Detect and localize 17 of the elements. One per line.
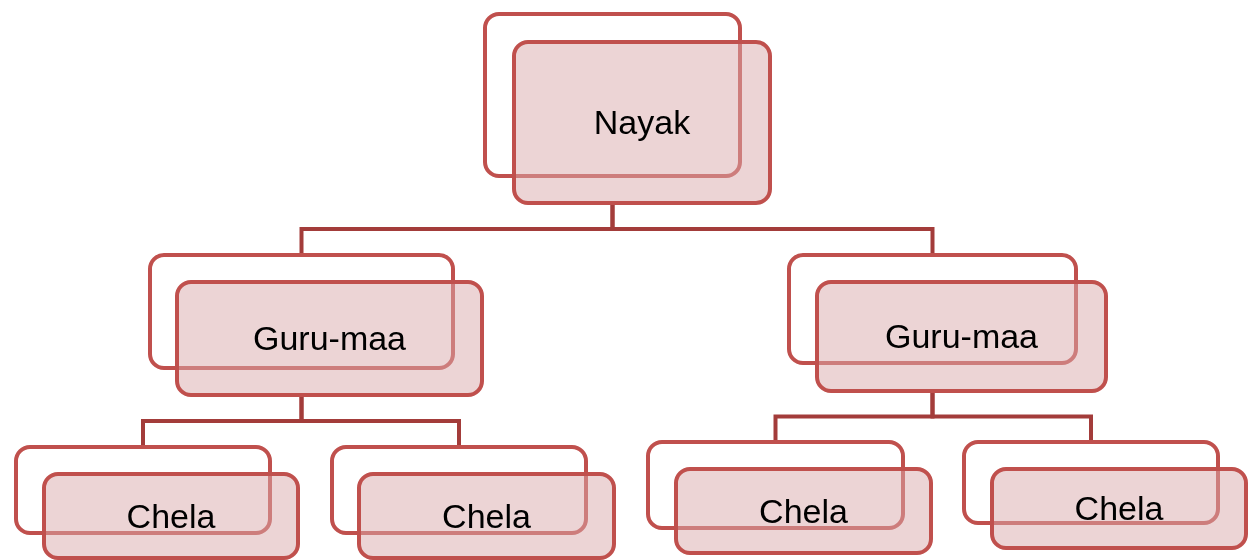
stacked-org-box: [148, 253, 484, 397]
box-label: Chela: [1074, 489, 1164, 528]
box-label: Guru-maa: [252, 319, 407, 358]
connector-line: [610, 205, 935, 253]
box-label: Nayak: [593, 103, 691, 142]
stacked-org-box: [14, 445, 300, 560]
box-label: Chela: [442, 496, 531, 536]
stacked-org-box: [646, 440, 933, 555]
stacked-org-box: [330, 445, 616, 560]
stacked-org-box: [787, 253, 1108, 393]
connector-line: [930, 393, 1093, 440]
box-label: Chela: [759, 491, 848, 531]
box-label: Chela: [126, 496, 216, 536]
connector-line: [299, 397, 461, 445]
stacked-org-box: [483, 12, 772, 205]
box-label: Guru-maa: [884, 317, 1039, 356]
stacked-org-box: [962, 440, 1248, 550]
